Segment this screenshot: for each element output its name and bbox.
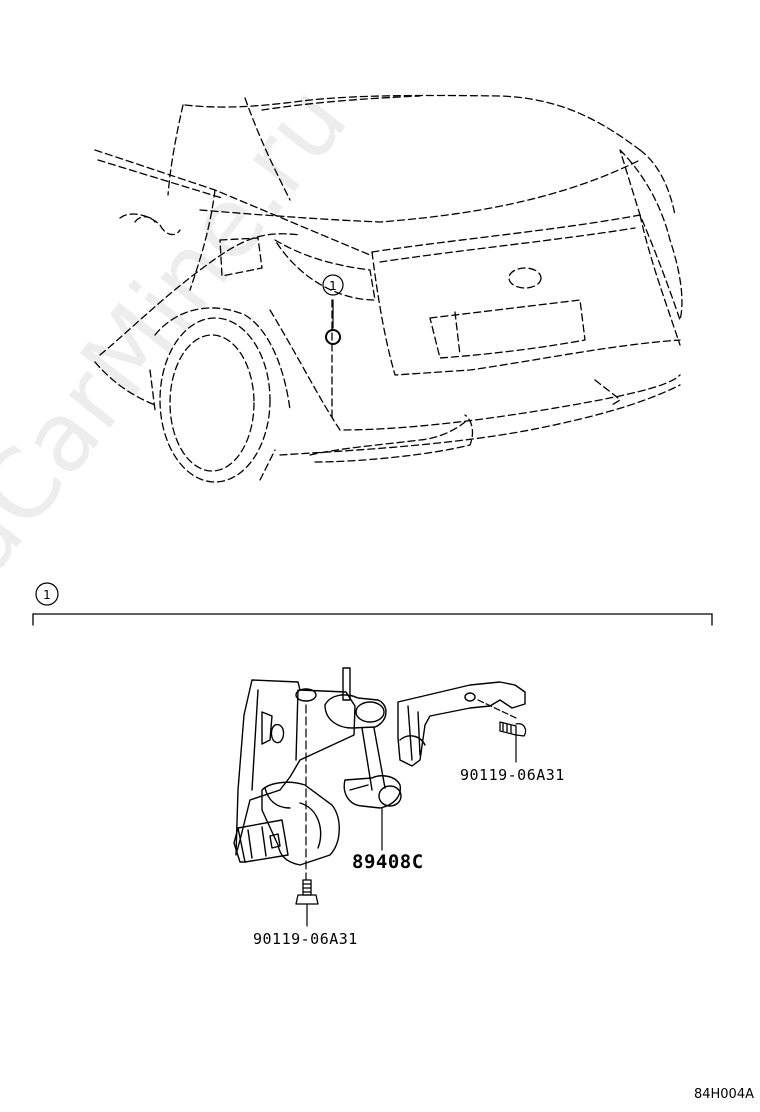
- bolt-icon: [295, 879, 319, 905]
- section-bracket: [32, 613, 713, 626]
- bolt-icon: [499, 721, 527, 737]
- callout-circle: [35, 582, 59, 606]
- reference-code: 84H004A: [693, 1087, 754, 1102]
- callout-number: 1: [329, 279, 337, 293]
- part-number-label: 89408C: [352, 851, 424, 873]
- part-number-label: 90119-06A31: [253, 930, 358, 948]
- vehicle-rear-illustration: [94, 94, 683, 483]
- callout-number: 1: [43, 588, 51, 602]
- callout-circle: [322, 274, 344, 296]
- part-number-label: 90119-06A31: [460, 766, 565, 784]
- height-sensor-assembly: [233, 667, 526, 881]
- sensor-location-marker: [325, 329, 341, 345]
